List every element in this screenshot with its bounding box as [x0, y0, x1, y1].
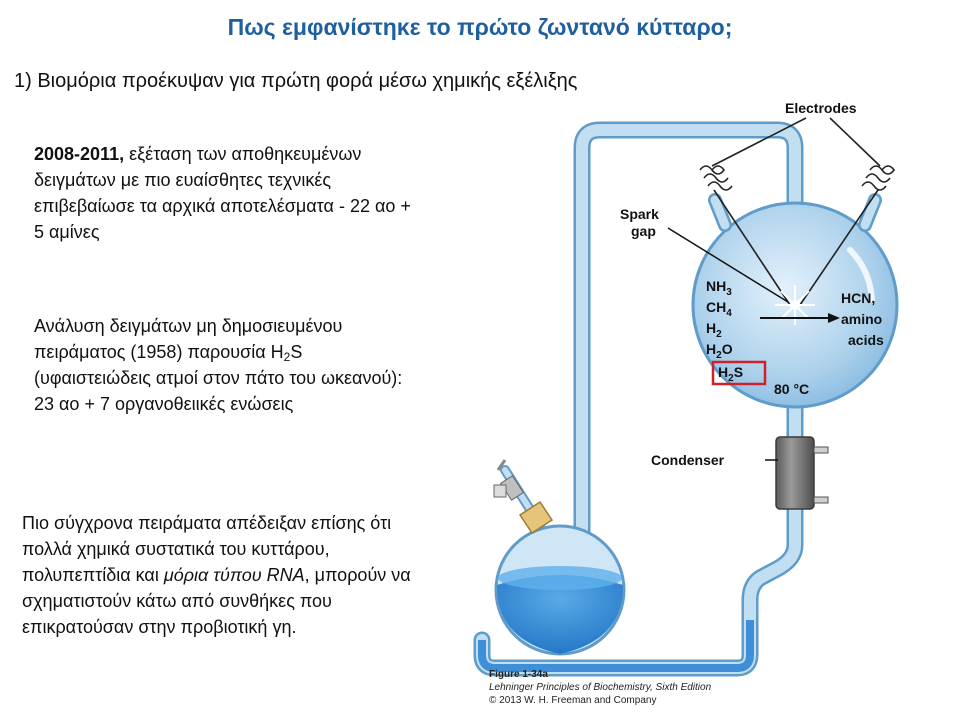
svg-text:NH3: NH3 [706, 278, 732, 298]
paragraph-modern-experiments: Πιο σύγχρονα πειράματα απέδειξαν επίσης … [22, 510, 422, 640]
svg-text:H2S: H2S [718, 364, 743, 384]
temperature-label: 80 °C [774, 381, 809, 397]
electrodes-label: Electrodes [785, 100, 857, 116]
products-list: HCN, amino acids [841, 290, 884, 348]
u-tube-water [478, 620, 754, 672]
copyright: © 2013 W. H. Freeman and Company [489, 695, 657, 706]
condenser [765, 436, 829, 510]
gas-ch4: CH [706, 299, 726, 315]
gas-h2s-tail: S [734, 364, 743, 380]
spark-gap-label-line2: gap [631, 223, 656, 239]
product-hcn: HCN, [841, 290, 875, 306]
paragraph-1958-text-a: Ανάλυση δειγμάτων μη δημοσιευμένου πειρά… [34, 316, 343, 362]
figure-caption: Figure 1-34a Lehninger Principles of Bio… [489, 668, 711, 707]
paragraph-2008-2011: 2008-2011, εξέταση των αποθηκευμένων δει… [34, 141, 424, 245]
product-acids: acids [848, 332, 884, 348]
figure-number: Figure 1-34a [489, 669, 548, 680]
rna-like-molecules: μόρια τύπου RNA [163, 565, 305, 585]
subtitle: 1) Βιομόρια προέκυψαν για πρώτη φορά μέσ… [14, 70, 578, 92]
svg-text:CH4: CH4 [706, 299, 732, 319]
gas-h2-sub: 2 [716, 329, 722, 340]
gas-h2o-tail: O [722, 341, 733, 357]
spark-gap-pointer [667, 227, 789, 303]
gas-h2s-sub: 2 [728, 373, 734, 384]
gas-list: NH3 CH4 H2 H2O H2S [706, 278, 743, 384]
reaction-arrow-icon [760, 313, 840, 323]
paragraph-2008-2011-text: εξέταση των αποθηκευμένων δειγμάτων με π… [34, 144, 411, 242]
gas-nh3: NH [706, 278, 726, 294]
gas-h2o: H [706, 341, 716, 357]
h2s-highlight-box [711, 360, 767, 386]
spark-gap-label-line1: Spark [620, 206, 659, 222]
paragraph-1958-analysis: Ανάλυση δειγμάτων μη δημοσιευμένου πειρά… [34, 313, 424, 417]
gas-h2s: H [718, 364, 728, 380]
boiling-flask [494, 524, 626, 656]
gas-h2: H [706, 320, 716, 336]
product-amino: amino [841, 311, 882, 327]
book-title: Lehninger Principles of Biochemistry, Si… [489, 682, 712, 693]
paragraph-modern-text-b: , μπορούν να σχηματιστούν κάτω από συνθή… [22, 565, 411, 637]
page-title: Πως εμφανίστηκε το πρώτο ζωντανό κύτταρο… [227, 14, 733, 40]
paragraph-1958-text-b: S (υφαιστειώδεις ατμοί στον πάτο του ωκε… [34, 342, 403, 414]
electrodes [699, 117, 896, 306]
stopcock [493, 459, 554, 535]
gas-h2o-sub: 2 [716, 350, 722, 361]
svg-text:H2O: H2O [706, 341, 733, 361]
gas-nh3-sub: 3 [726, 287, 732, 298]
condenser-label: Condenser [651, 452, 725, 468]
gas-ch4-sub: 4 [726, 308, 732, 319]
subscript-2: 2 [283, 350, 291, 364]
paragraph-modern-text-a: Πιο σύγχρονα πειράματα απέδειξαν επίσης … [22, 513, 392, 585]
svg-text:H2: H2 [706, 320, 722, 340]
years-label: 2008-2011, [34, 144, 125, 164]
